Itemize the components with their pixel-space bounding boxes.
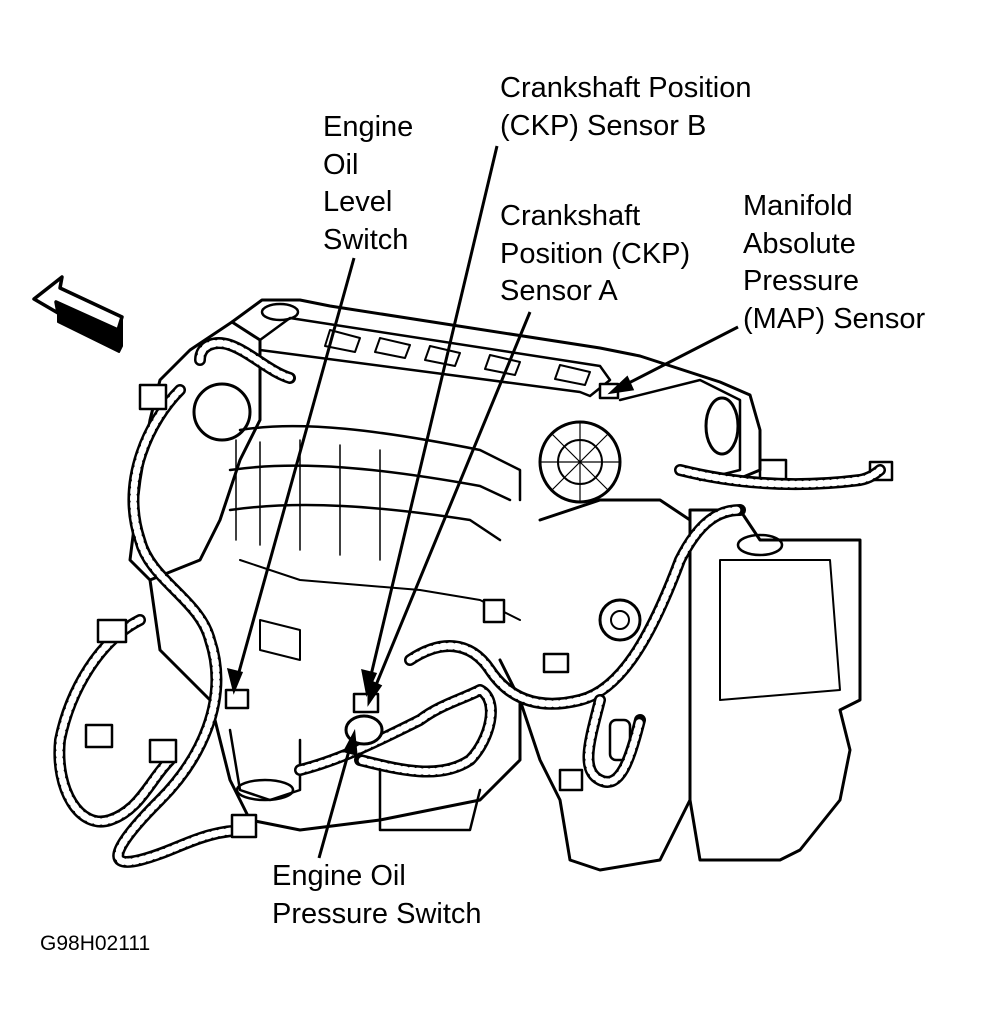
map-sensor-leader bbox=[616, 325, 739, 391]
label-line: Crankshaft bbox=[500, 200, 641, 232]
oil-level-switch-leader bbox=[232, 257, 356, 691]
label-line: Position (CKP) bbox=[500, 237, 691, 270]
figure-code: G98H02111 bbox=[40, 932, 151, 955]
label-line: Switch bbox=[323, 223, 409, 256]
wiring-harness bbox=[53, 337, 886, 868]
sensor-details bbox=[224, 382, 620, 746]
label-engine-oil-level-switch: Engine Oil Level Switch bbox=[323, 109, 413, 259]
oil-pressure-switch-arrowhead bbox=[342, 728, 358, 757]
label-line: Manifold bbox=[743, 190, 853, 222]
label-line: Absolute bbox=[743, 227, 856, 260]
label-ckp-sensor-b: Crankshaft Position (CKP) Sensor B bbox=[500, 70, 751, 145]
ckp-sensor-a-leader bbox=[367, 311, 532, 703]
label-line: (CKP) Sensor B bbox=[500, 109, 707, 142]
leader-lines bbox=[226, 145, 739, 859]
front-direction-arrow-icon bbox=[32, 275, 124, 353]
ckp-sensor-a-arrowhead bbox=[367, 678, 383, 707]
label-line: Engine Oil bbox=[272, 860, 406, 892]
label-ckp-sensor-a: Crankshaft Position (CKP) Sensor A bbox=[500, 198, 690, 311]
engine-block bbox=[128, 298, 894, 872]
oil-pressure-switch-leader bbox=[317, 739, 354, 859]
label-line: Pressure Switch bbox=[272, 897, 482, 930]
label-line: Sensor A bbox=[500, 275, 618, 307]
map-sensor-arrowhead bbox=[607, 375, 635, 395]
label-line: (MAP) Sensor bbox=[743, 302, 926, 335]
label-line: Level bbox=[323, 186, 393, 218]
label-engine-oil-pressure-switch: Engine Oil Pressure Switch bbox=[272, 858, 482, 933]
ckp-sensor-b-leader bbox=[365, 145, 499, 693]
label-line: Engine bbox=[323, 111, 414, 143]
label-line: Crankshaft Position bbox=[500, 72, 752, 104]
oil-level-switch-arrowhead bbox=[226, 667, 244, 695]
label-line: Pressure bbox=[743, 265, 860, 297]
label-line: Oil bbox=[323, 148, 359, 181]
label-map-sensor: Manifold Absolute Pressure (MAP) Sensor bbox=[743, 188, 925, 338]
